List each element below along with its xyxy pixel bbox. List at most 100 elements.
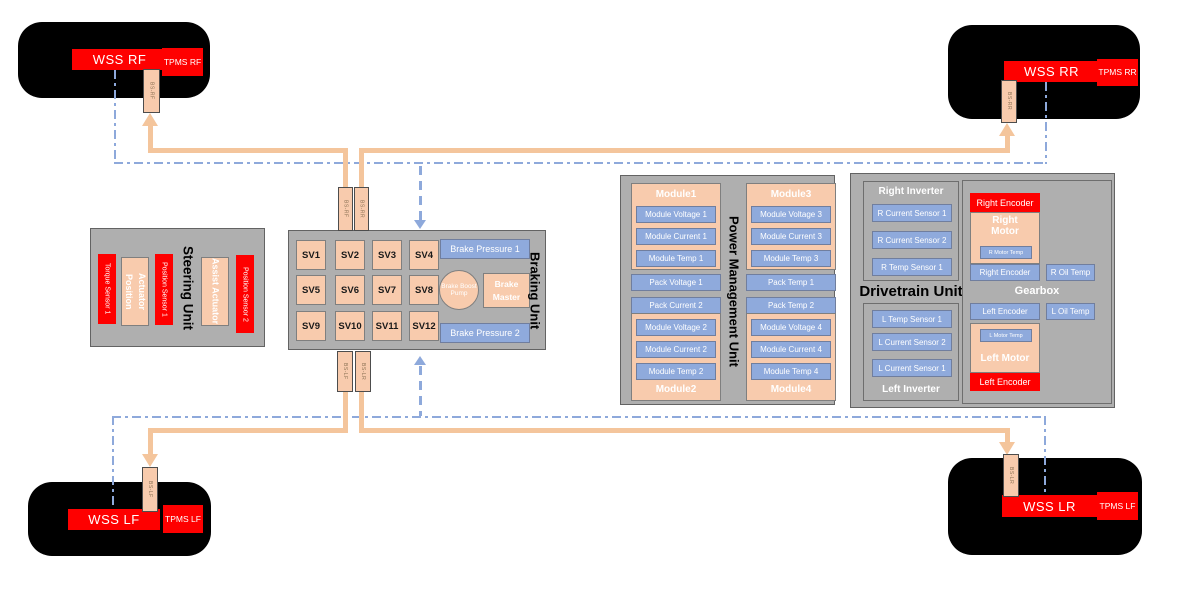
wss-branch-into-braking-top: [419, 166, 422, 220]
solenoid-valve: SV4: [409, 240, 439, 270]
tpms-lf-label: TPMS LF: [163, 505, 203, 533]
wss-signal-riser-lr: [1044, 416, 1046, 494]
gearbox-title: Gearbox: [1014, 285, 1060, 297]
solenoid-valve: SV7: [372, 275, 402, 305]
brake-line-stub-bottom-c: [343, 390, 348, 428]
brake-boost-pump: Brake Boost Pump: [439, 270, 479, 310]
module-voltage-4: Module Voltage 4: [751, 319, 831, 336]
steering-unit: Torque Sensor 1 Position Actuator Positi…: [90, 228, 265, 347]
gearbox: Right Encoder Right Motor R Motor Temp R…: [962, 180, 1112, 404]
brake-line-top-left-h: [148, 148, 348, 153]
brake-line-stub-top-b: [359, 150, 364, 187]
position-actuator: Position Actuator: [121, 257, 149, 326]
module2: Module Voltage 2 Module Current 2 Module…: [631, 313, 721, 401]
l-motor-temp: L Motor Temp: [980, 329, 1032, 342]
pack-temp-1: Pack Temp 1: [746, 274, 836, 291]
wss-signal-line-bottom: [112, 416, 1045, 418]
solenoid-valve: SV8: [409, 275, 439, 305]
brake-line-dropper-lf: [148, 431, 153, 454]
solenoid-valve: SV1: [296, 240, 326, 270]
steering-unit-title: Steering Unit: [180, 246, 196, 331]
r-oil-temp: R Oil Temp: [1046, 264, 1095, 281]
r-current-sensor-1: R Current Sensor 1: [872, 204, 952, 222]
braking-connector-bottom-right: BS-LR: [355, 351, 371, 392]
braking-unit: SV1 SV2 SV3 SV4 SV5 SV6 SV7 SV8 SV9 SV10…: [288, 230, 546, 350]
drivetrain-unit-title: Drivetrain Unit: [859, 283, 963, 300]
left-motor: L Motor Temp Left Motor: [970, 323, 1040, 373]
module-current-2: Module Current 2: [636, 341, 716, 358]
module-temp-1: Module Temp 1: [636, 250, 716, 267]
module-temp-3: Module Temp 3: [751, 250, 831, 267]
braking-connector-bottom-left: BS-LF: [337, 351, 353, 392]
module-current-3: Module Current 3: [751, 228, 831, 245]
tpms-lr-label: TPMS LF: [1097, 492, 1138, 520]
r-motor-temp: R Motor Temp: [980, 246, 1032, 259]
tpms-rr-label: TPMS RR: [1097, 59, 1138, 86]
wss-rr-label: WSS RR: [1004, 61, 1099, 82]
brake-pressure-1: Brake Pressure 1: [440, 239, 530, 259]
pack-current-2: Pack Current 2: [631, 297, 721, 314]
brake-line-bottom-right-h: [359, 428, 1010, 433]
arrow-up-into-braking-icon: [414, 356, 426, 365]
solenoid-valve: SV12: [409, 311, 439, 341]
wss-rf-label: WSS RF: [72, 49, 167, 70]
power-management-unit-title: Power Management Unit: [726, 215, 742, 367]
brake-pressure-2: Brake Pressure 2: [440, 323, 530, 343]
right-motor-label: Right Motor: [991, 215, 1019, 237]
brake-line-stub-top-a: [343, 150, 348, 187]
left-encoder: Left Encoder: [970, 303, 1040, 320]
module3: Module3 Module Voltage 3 Module Current …: [746, 183, 836, 270]
l-current-sensor-1: L Current Sensor 1: [872, 359, 952, 377]
left-motor-label: Left Motor: [980, 353, 1030, 364]
brake-line-top-right-h: [359, 148, 1010, 153]
brake-line-stub-bottom-d: [359, 390, 364, 428]
wss-lf-label: WSS LF: [68, 509, 160, 530]
module4: Module Voltage 4 Module Current 4 Module…: [746, 313, 836, 401]
l-oil-temp: L Oil Temp: [1046, 303, 1095, 320]
solenoid-valve: SV9: [296, 311, 326, 341]
module-current-1: Module Current 1: [636, 228, 716, 245]
braking-connector-top-right: BS-RR: [354, 187, 369, 231]
wss-branch-into-braking-bottom: [419, 366, 422, 416]
wss-signal-line-top: [114, 162, 1046, 164]
pack-voltage-1: Pack Voltage 1: [631, 274, 721, 291]
left-inverter-title: Left Inverter: [882, 384, 940, 395]
right-motor: Right Motor R Motor Temp: [970, 212, 1040, 264]
module2-title: Module2: [655, 384, 697, 395]
wss-signal-riser-rr: [1045, 82, 1047, 164]
solenoid-valve: SV11: [372, 311, 402, 341]
brake-line-dropper-lr: [1005, 431, 1010, 442]
power-management-unit: Module1 Module Voltage 1 Module Current …: [620, 175, 836, 405]
braking-unit-title: Braking Unit: [527, 252, 543, 330]
position-sensor-1: Position Sensor 1: [155, 254, 173, 325]
right-inverter-title: Right Inverter: [878, 186, 944, 197]
left-encoder-bottom: Left Encoder: [970, 373, 1040, 391]
module-current-4: Module Current 4: [751, 341, 831, 358]
right-encoder-top: Right Encoder: [970, 193, 1040, 212]
pack-temp-2: Pack Temp 2: [746, 297, 836, 314]
r-temp-sensor-1: R Temp Sensor 1: [872, 258, 952, 276]
l-current-sensor-2: L Current Sensor 2: [872, 333, 952, 351]
left-inverter: L Temp Sensor 1 L Current Sensor 2 L Cur…: [863, 303, 959, 401]
brake-connector-rr: BS-RR: [1001, 80, 1017, 123]
brake-master: Brake Master: [483, 273, 530, 308]
module-temp-2: Module Temp 2: [636, 363, 716, 380]
module1: Module1 Module Voltage 1 Module Current …: [631, 183, 721, 270]
right-inverter: Right Inverter R Current Sensor 1 R Curr…: [863, 181, 959, 281]
solenoid-valve: SV10: [335, 311, 365, 341]
brake-arrow-lf-icon: [142, 454, 158, 467]
solenoid-valve: SV6: [335, 275, 365, 305]
torque-sensor-1: Torque Sensor 1: [98, 254, 116, 324]
wss-lr-label: WSS LR: [1002, 495, 1097, 517]
braking-connector-top-left: BS-RF: [338, 187, 353, 231]
module-temp-4: Module Temp 4: [751, 363, 831, 380]
arrow-down-into-braking-icon: [414, 220, 426, 229]
brake-line-riser-rf: [148, 126, 153, 151]
brake-line-riser-rr: [1005, 136, 1010, 151]
wss-signal-riser-rf: [114, 70, 116, 164]
assist-actuator: Assist Actuator: [201, 257, 229, 326]
tpms-rf-label: TPMS RF: [162, 48, 203, 76]
solenoid-valve: SV5: [296, 275, 326, 305]
module-voltage-1: Module Voltage 1: [636, 206, 716, 223]
